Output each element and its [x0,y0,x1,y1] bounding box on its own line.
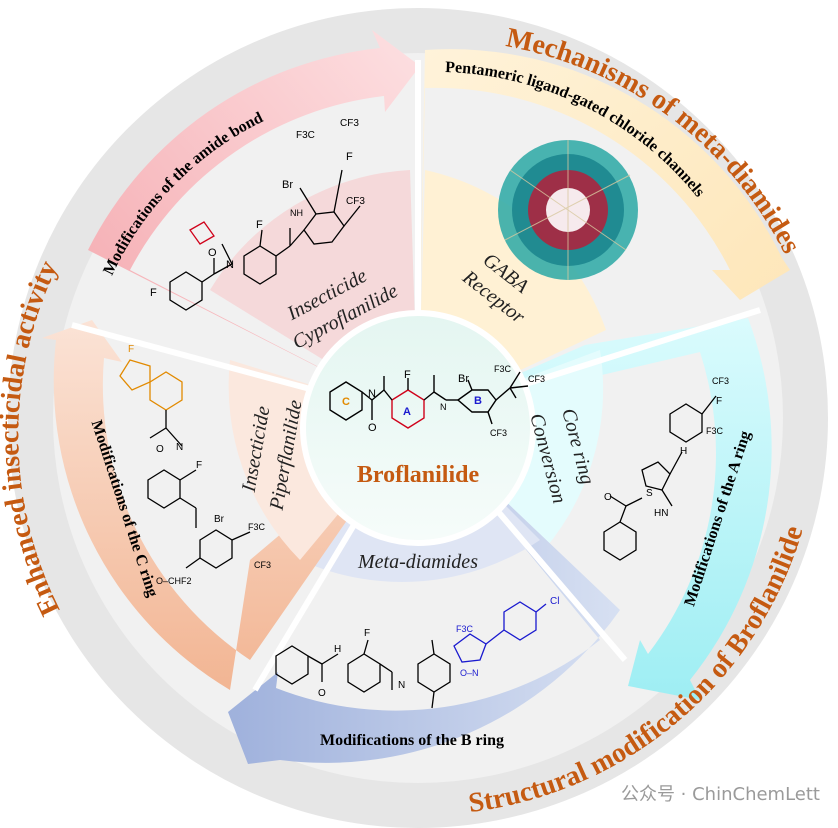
center-title: Broflanilide [357,462,480,488]
cyp-atom-nh: NH [290,208,303,218]
c-atom-br: Br [214,514,225,525]
cyp-atom-f3c: F3C [296,130,315,141]
meta-label: Meta-diamides [357,551,478,573]
b-atom-h: H [334,644,341,655]
a-atom-cf3: CF3 [712,376,729,386]
a-atom-s: S [646,488,653,499]
atom-cf3-a: CF3 [490,428,507,438]
b-atom-f: F [364,628,370,639]
cyp-atom-cf3: CF3 [346,196,365,207]
broflanilide-structure [329,371,529,429]
cyp-atom-f3: F [346,151,353,163]
cyp-atom-cf3b: CF3 [340,118,359,129]
a-ring-labels: S HN O H F3C F CF3 [604,376,729,519]
c-atom-ochf2: O–CHF2 [156,576,192,586]
ring-label-c: C [342,396,350,408]
ring-label-a: A [403,406,411,418]
atom-o1: O [368,422,377,434]
atom-f3c-a: F3C [494,364,512,374]
atom-br1: Br [458,373,469,385]
atom-f1: F [404,369,411,381]
cyproflanilide-labels: F N O F Br NH CF3 F3C CF3 F [150,118,365,299]
cyp-atom-br: Br [282,179,293,191]
a-atom-f: F [716,396,722,407]
center-disk [300,310,536,546]
b-atom-f3c: F3C [456,624,474,634]
c-atom-n: N [176,442,183,453]
a-atom-f3c: F3C [706,426,724,436]
cyp-atom-n: N [226,259,234,271]
cyp-atom-o: O [208,247,217,259]
atom-cf3-b: CF3 [528,374,545,384]
atom-nh1: N [440,402,447,412]
b-ring-arrow-label: Modifications of the B ring [320,732,504,749]
a-atom-hn: HN [654,508,668,519]
b-atom-n: N [398,680,405,691]
cyp-atom-f1: F [150,287,157,299]
a-atom-h: H [680,446,687,457]
gaba-receptor-protein-image [498,140,638,280]
b-atom-o: O [318,688,326,699]
c-atom-cf3: CF3 [254,560,271,570]
c-atom-f2: F [196,460,202,471]
atom-n1: N [368,388,376,400]
broflanilide-labels: C A B N F Br N O CF3 F3C CF3 [342,364,545,438]
a-atom-o: O [604,492,612,503]
c-atom-o1: O [156,444,164,455]
ring-label-b: B [474,395,482,407]
c-ring-labels: F O N F Br O–CHF2 F3C CF3 [128,344,271,586]
c-atom-f1: F [128,344,134,355]
c-atom-f3c: F3C [248,522,266,532]
b-ring-structure [275,601,547,709]
c-ring-structure [119,359,251,569]
cyproflanilide-structure [169,169,361,311]
cyp-atom-f2: F [256,219,263,231]
watermark: 公众号 · ChinChemLett [621,784,820,805]
b-atom-on: O–N [460,668,479,678]
a-ring-structure [603,395,717,561]
b-ring-labels: H F O N F3C O–N Cl [318,596,559,699]
b-atom-cl: Cl [550,596,559,607]
